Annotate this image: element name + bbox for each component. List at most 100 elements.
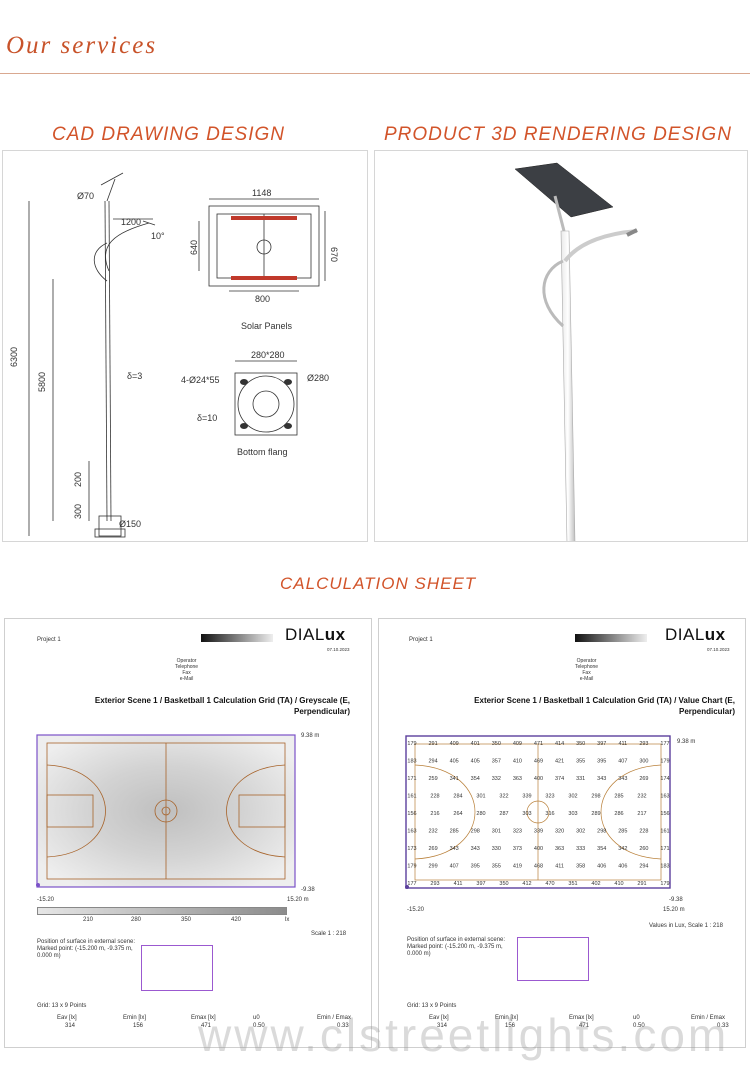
- value-cell: 405: [450, 759, 459, 765]
- dim-800: 800: [255, 294, 270, 304]
- value-cell: 397: [476, 881, 485, 887]
- scale-tick-350: 350: [181, 917, 192, 923]
- value-cell: 407: [618, 759, 627, 765]
- value-cell: 358: [576, 864, 585, 870]
- center-circle: [526, 800, 550, 824]
- value-cell: 363: [555, 846, 564, 852]
- dialux-logo: DIALux: [665, 625, 726, 644]
- value-cell: 400: [534, 776, 543, 782]
- value-cell: 323: [545, 794, 554, 800]
- value-cell: 302: [568, 794, 577, 800]
- panel-mount: [553, 195, 566, 232]
- dim-1148: 1148: [252, 188, 271, 198]
- sheet-date: 07.10.2023: [327, 647, 350, 652]
- stat-label-eav: Eav [lx]: [57, 1015, 77, 1021]
- solar-panel: [514, 162, 614, 218]
- position-text: Position of surface in external scene:: [407, 937, 506, 943]
- value-cell: 395: [597, 759, 606, 765]
- value-cell: 298: [597, 829, 606, 835]
- value-cell: 316: [545, 811, 554, 817]
- value-cell: 395: [471, 864, 480, 870]
- left-three-point: [46, 764, 106, 858]
- value-cell: 177: [407, 881, 416, 887]
- center-circle: [154, 799, 178, 823]
- value-cell: 161: [660, 829, 669, 835]
- dialux-logo-bar: [575, 634, 647, 642]
- value-cell: 216: [430, 811, 439, 817]
- value-cell: 357: [492, 759, 501, 765]
- flange-outline: [234, 372, 298, 436]
- value-cell: 299: [428, 864, 437, 870]
- calc-section-title: CALCULATION SHEET: [280, 574, 477, 593]
- stat-emin: 156: [133, 1023, 144, 1029]
- value-cell: 355: [492, 864, 501, 870]
- project-label: Project 1: [37, 637, 61, 643]
- dialux-logo-bar: [201, 634, 273, 642]
- value-cell: 409: [450, 741, 459, 747]
- value-cell: 179: [660, 759, 669, 765]
- value-cell: 339: [522, 794, 531, 800]
- right-three-point: [226, 764, 286, 858]
- value-cell: 343: [597, 776, 606, 782]
- value-cell: 228: [639, 829, 648, 835]
- arm-curve: [93, 242, 108, 282]
- values-scale-text: Values in Lux, Scale 1 : 218: [649, 923, 723, 929]
- marked-point: [36, 883, 40, 887]
- value-cell: 363: [513, 776, 522, 782]
- value-cell: 171: [407, 776, 416, 782]
- value-cell: 284: [453, 794, 462, 800]
- cad-drawing: Ø70 1200 10° 6300 5800 δ=3 200 300 Ø150 …: [9, 172, 339, 538]
- value-cell: 421: [555, 759, 564, 765]
- flange-ring: [237, 375, 295, 433]
- dialux-logo: DIALux: [285, 625, 346, 644]
- panel-edge: [100, 172, 124, 186]
- value-cell: 259: [428, 776, 437, 782]
- value-cell: 410: [513, 759, 522, 765]
- dim-1200: 1200: [121, 217, 141, 227]
- stat-ratio: 0.33: [337, 1023, 349, 1029]
- value-cell: 301: [476, 794, 485, 800]
- value-cell: 301: [492, 829, 501, 835]
- cad-drawing-panel: Ø70 1200 10° 6300 5800 δ=3 200 300 Ø150 …: [2, 150, 368, 542]
- grid-text: Grid: 13 x 9 Points: [407, 1003, 457, 1009]
- arm-curve-3d: [542, 259, 564, 328]
- panel-bracket: [106, 178, 116, 202]
- lamp-arm-3d: [563, 229, 638, 263]
- value-cell: 228: [430, 794, 439, 800]
- stat-label-u0: u0: [633, 1015, 640, 1021]
- center-spot: [161, 806, 171, 816]
- value-cell: 163: [660, 794, 669, 800]
- street-light-render: [514, 162, 638, 541]
- value-cell: 468: [534, 864, 543, 870]
- value-cell: 260: [639, 846, 648, 852]
- stat-eav: 314: [437, 1023, 448, 1029]
- value-cell: 397: [597, 741, 606, 747]
- value-cell: 320: [555, 829, 564, 835]
- value-cell: 232: [637, 794, 646, 800]
- stat-label-emax: Emax [lx]: [191, 1015, 216, 1021]
- value-cell: 289: [591, 811, 600, 817]
- dim-angle: 10°: [151, 231, 165, 241]
- value-cell: 179: [407, 864, 416, 870]
- value-cell: 156: [660, 811, 669, 817]
- value-cell: 406: [618, 864, 627, 870]
- value-cell: 293: [430, 881, 439, 887]
- value-cell: 161: [407, 794, 416, 800]
- value-cell: 163: [407, 829, 416, 835]
- greyscale-legend-bar: [37, 907, 287, 915]
- value-cell: 322: [499, 794, 508, 800]
- value-cell: 419: [513, 864, 522, 870]
- position-thumbnail: [141, 945, 213, 991]
- value-cell: 323: [513, 829, 522, 835]
- value-cell: 302: [576, 829, 585, 835]
- bolt-hole: [240, 379, 248, 385]
- right-three-point: [600, 764, 662, 860]
- watermark: www.clstreetlights.com: [198, 1009, 730, 1061]
- value-cell: 183: [407, 759, 416, 765]
- stat-label-emin: Emin [lx]: [495, 1015, 519, 1021]
- value-cell: 179: [407, 741, 416, 747]
- panel-rail-bottom: [231, 276, 297, 280]
- value-cell: 350: [499, 881, 508, 887]
- value-cell: 411: [618, 741, 627, 747]
